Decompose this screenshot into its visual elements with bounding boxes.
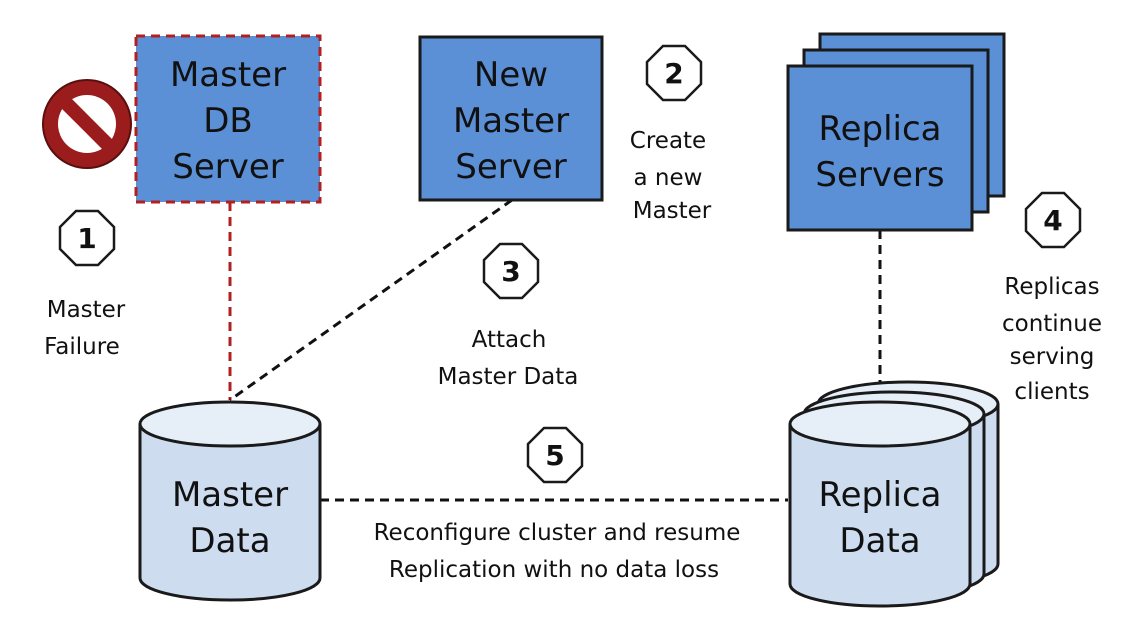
master-db-server-label-2: DB xyxy=(203,101,253,141)
step-5: 5 Reconfigure cluster and resume Replica… xyxy=(374,426,741,583)
step-1-number: 1 xyxy=(77,222,96,255)
step-3-text-2: Master Data xyxy=(438,364,579,390)
step-2-octagon xyxy=(645,44,703,102)
step-5-text-2: Replication with no data loss xyxy=(389,557,719,583)
prohibited-icon xyxy=(42,79,132,169)
step-4-number: 4 xyxy=(1043,204,1062,237)
step-1-text-2: Failure xyxy=(44,334,120,360)
new-master-server-box xyxy=(418,35,604,202)
step-2-number: 2 xyxy=(664,57,683,90)
replica-data-label-2: Data xyxy=(839,521,920,561)
replica-data-cylinders: Replica Data xyxy=(788,380,1000,608)
step-1-octagon xyxy=(58,209,116,267)
new-master-server-label-1: New xyxy=(474,55,548,95)
step-5-octagon xyxy=(526,426,584,484)
step-4-text-2: continue xyxy=(1002,311,1102,337)
new-master-server: New Master Server xyxy=(418,35,604,202)
link-new-master-to-master-data xyxy=(229,198,513,402)
step-2-text-1: Create xyxy=(630,128,706,154)
step-2-text-2: a new xyxy=(634,165,703,191)
replica-data-label-1: Replica xyxy=(818,475,941,515)
master-data-label-2: Data xyxy=(189,521,270,561)
replica-servers-box xyxy=(786,64,974,232)
new-master-server-label-3: Server xyxy=(455,147,567,187)
step-5-text-1: Reconfigure cluster and resume xyxy=(374,520,741,546)
step-4-text-3: serving xyxy=(1010,344,1095,370)
master-data-label-1: Master xyxy=(172,475,288,515)
step-3-number: 3 xyxy=(501,255,520,288)
step-2-text-3: Master xyxy=(633,198,712,224)
master-db-server-box xyxy=(134,34,322,204)
step-1: 1 Master Failure xyxy=(44,209,126,360)
step-3: 3 Attach Master Data xyxy=(438,242,579,390)
step-3-octagon xyxy=(482,242,540,300)
step-4: 4 Replicas continue serving clients xyxy=(1002,191,1102,405)
master-db-server-label-1: Master xyxy=(170,55,286,95)
new-master-server-label-2: Master xyxy=(453,101,569,141)
step-1-text-1: Master xyxy=(47,297,126,323)
step-5-number: 5 xyxy=(545,439,564,472)
step-4-text-1: Replicas xyxy=(1004,274,1099,300)
master-db-server: Master DB Server xyxy=(134,34,322,204)
step-4-text-4: clients xyxy=(1014,379,1089,405)
replica-servers-label-2: Servers xyxy=(815,155,944,195)
master-data-cylinder: Master Data xyxy=(138,400,322,602)
step-4-octagon xyxy=(1024,191,1082,249)
replica-servers: Replica Servers xyxy=(786,32,1006,232)
master-db-server-label-3: Server xyxy=(172,147,284,187)
step-3-text-1: Attach xyxy=(472,327,547,353)
step-2: 2 Create a new Master xyxy=(630,44,712,224)
replica-servers-label-1: Replica xyxy=(818,109,941,149)
